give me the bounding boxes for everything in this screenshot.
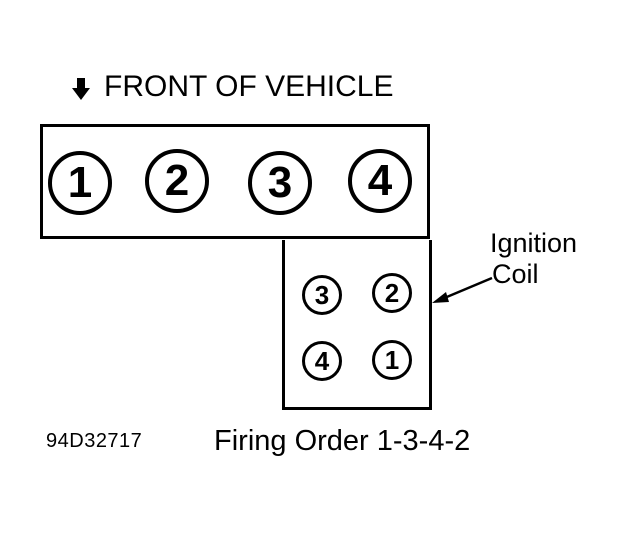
ignition-coil-pack (282, 240, 432, 410)
tower-number: 4 (314, 346, 330, 376)
coil-tower-3: 3 (302, 275, 342, 315)
tower-number: 1 (384, 345, 400, 375)
ignition-coil-label-line2: Coil (492, 259, 539, 289)
cylinder-1: 1 (48, 151, 112, 215)
cylinder-number: 1 (67, 158, 93, 207)
tower-number: 3 (314, 280, 330, 310)
down-arrow-icon (72, 78, 90, 100)
cylinder-number: 2 (164, 156, 190, 205)
ignition-coil-label: Ignition Coil (490, 228, 577, 290)
cylinder-3: 3 (248, 151, 312, 215)
cylinder-number: 3 (267, 158, 293, 207)
coil-tower-4: 4 (302, 341, 342, 381)
cylinder-number: 4 (367, 156, 393, 205)
leader-arrow-icon (432, 276, 493, 303)
firing-order-label: Firing Order 1-3-4-2 (214, 425, 471, 457)
part-number: 94D32717 (46, 430, 143, 452)
ignition-coil-label-line1: Ignition (490, 228, 578, 258)
cylinder-4: 4 (348, 149, 412, 213)
tower-number: 2 (384, 278, 400, 308)
coil-tower-2: 2 (372, 273, 412, 313)
cylinder-2: 2 (145, 149, 209, 213)
coil-tower-1: 1 (372, 340, 412, 380)
front-of-vehicle-label: FRONT OF VEHICLE (104, 70, 394, 103)
